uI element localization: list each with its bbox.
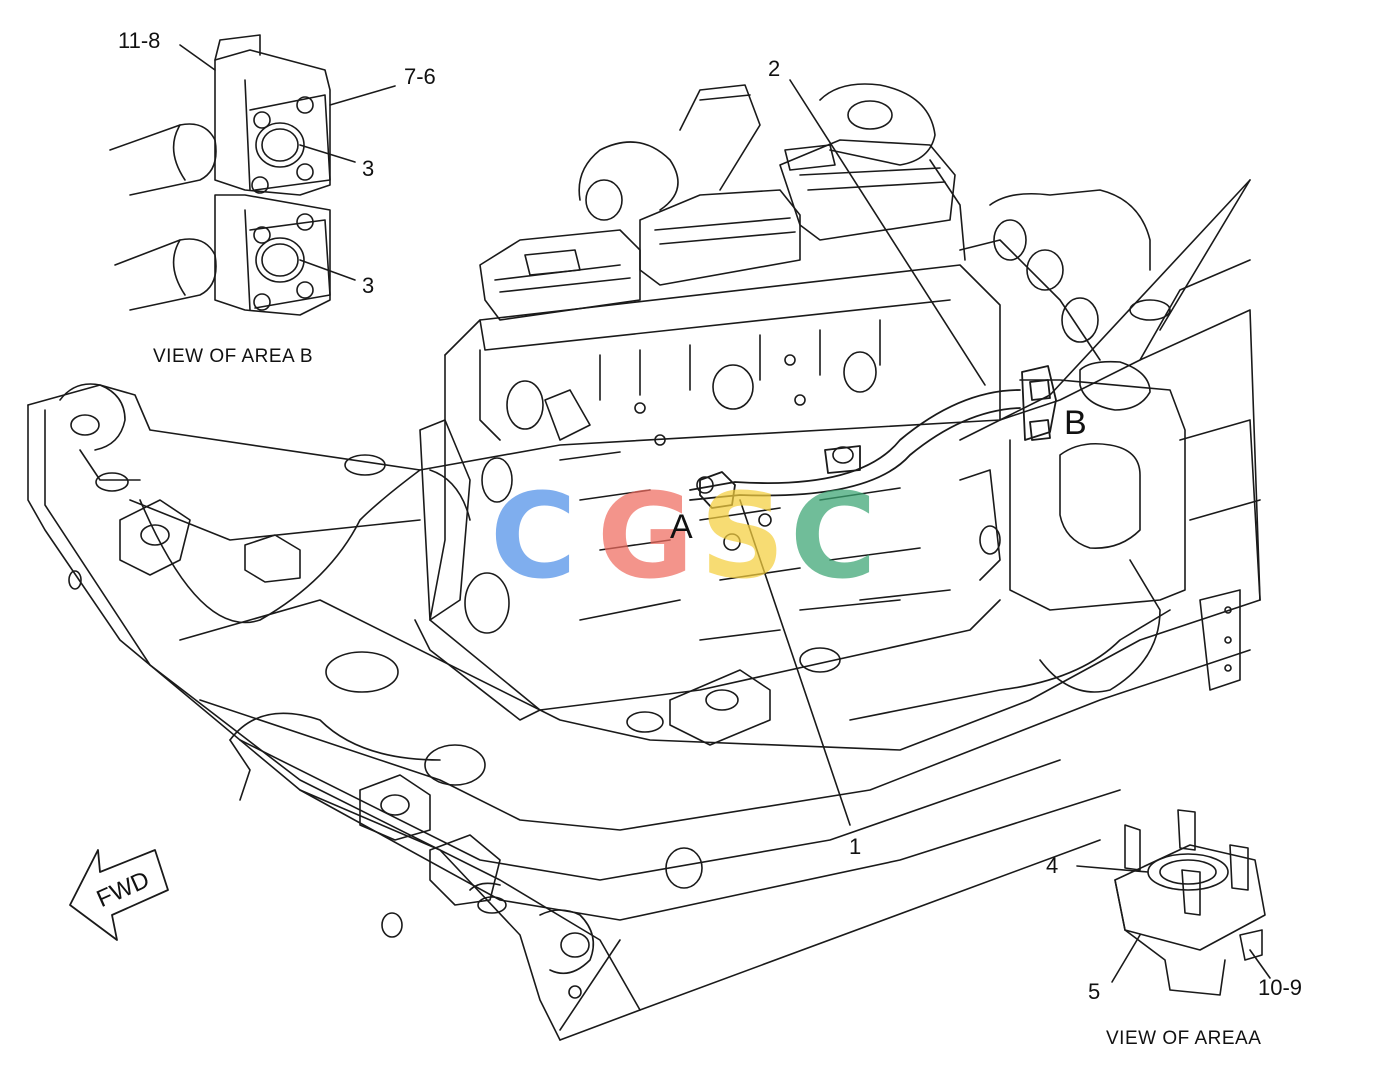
- detail-view-area-a: [1114, 809, 1266, 996]
- caption-view-area-b: VIEW OF AREA B: [153, 346, 314, 367]
- callout-3-top: 3: [362, 156, 375, 181]
- callout-1: 1: [849, 834, 862, 859]
- leader-lines: [179, 44, 1271, 983]
- watermark-letter-c1: C: [490, 467, 577, 605]
- callout-5: 5: [1088, 979, 1101, 1004]
- watermark-letter-c2: C: [790, 467, 877, 605]
- callout-7-6: 7-6: [404, 64, 436, 89]
- area-label-b: B: [1064, 404, 1087, 442]
- detail-view-area-b: [109, 34, 331, 316]
- engine-block: [414, 83, 1186, 721]
- callout-3-bottom: 3: [362, 273, 375, 298]
- watermark-letter-s: S: [700, 467, 785, 605]
- caption-view-area-a: VIEW OF AREAA: [1106, 1028, 1262, 1049]
- forward-arrow-icon: [69, 849, 169, 941]
- callout-10-9: 10-9: [1258, 975, 1303, 1000]
- machine-frame: [27, 179, 1261, 1041]
- watermark-letter-g: G: [597, 467, 694, 605]
- callout-11-8: 11-8: [118, 28, 161, 53]
- area-label-a: A: [670, 508, 693, 546]
- fuel-lines: [689, 365, 1057, 509]
- callout-4: 4: [1046, 853, 1059, 878]
- callout-2: 2: [768, 56, 781, 81]
